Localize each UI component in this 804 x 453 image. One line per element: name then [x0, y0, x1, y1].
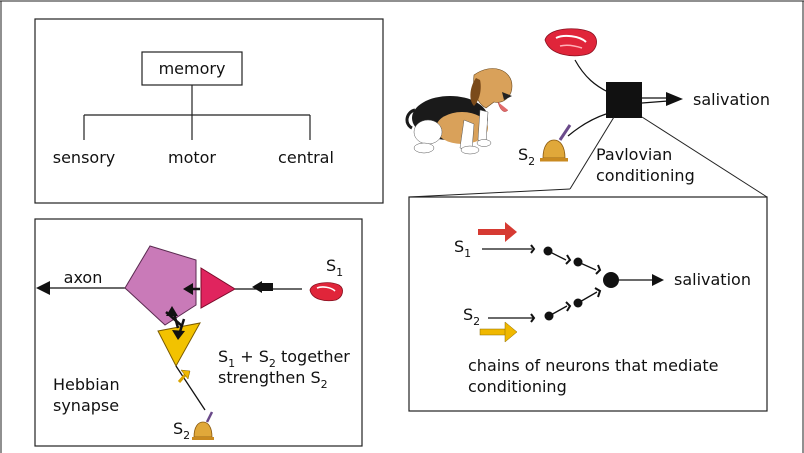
hebbian-caption-line1: Hebbian [53, 375, 120, 394]
neuron-chain-panel-border [408, 196, 768, 412]
s1-red-arrow [478, 222, 517, 242]
box-output-arrowhead [666, 92, 683, 106]
soma-neuron [124, 245, 197, 326]
s2-flow-arrowhead [180, 369, 191, 380]
s1-flow-arrow [252, 281, 273, 293]
hebbian-s1-label: S1 [326, 256, 343, 279]
chain-lower-terminal-2 [594, 287, 602, 298]
yellow-cross-arrow [165, 311, 183, 327]
pavlov-caption-line2: conditioning [596, 166, 695, 185]
meat-icon [544, 28, 597, 57]
chain-s1-label: S1 [454, 237, 471, 260]
chain-lower-axon-1 [548, 305, 568, 317]
red-synapse-neuron [200, 267, 236, 309]
dog-icon [405, 68, 513, 155]
axon-label: axon [64, 268, 103, 287]
zoom-line-bottom [408, 188, 571, 198]
hebbian-panel: axon S1 S1 + S2 together strengthen S2 H… [34, 218, 363, 447]
hebbian-panel-border [34, 218, 363, 447]
chain-output-arrowhead [652, 274, 664, 286]
pavlov-caption-line1: Pavlovian [596, 145, 672, 164]
pavlov-stimulus: S2 [518, 145, 535, 168]
chain-upper-terminal-2 [595, 264, 602, 275]
hebbian-rule-line2: strengthen S2 [218, 368, 328, 391]
meat-to-box-line [574, 59, 609, 93]
hebbian-rule-line1: S1 + S2 together [218, 347, 350, 370]
pavlov-section: salivation S2 Pavlovian conditioning [405, 28, 770, 198]
hebbian-s2-label: S2 [173, 419, 190, 442]
s2-input-line [175, 365, 206, 411]
chain-output-neuron [603, 272, 619, 288]
bell-icon [540, 124, 572, 162]
bell-icon-small [192, 411, 214, 440]
chain-lower-terminal-1 [565, 301, 572, 312]
memory-child-central: central [278, 148, 334, 167]
chain-s2-label: S2 [463, 305, 480, 328]
box-output-line-b [641, 100, 669, 104]
chain-caption-line1: chains of neurons that mediate [468, 356, 719, 375]
chain-s1-terminal [530, 244, 536, 254]
chain-caption-line2: conditioning [468, 377, 567, 396]
bell-to-box-line [567, 113, 607, 137]
chain-lower-axon-2 [577, 291, 598, 304]
yellow-to-soma-arrowhead-b [172, 330, 185, 340]
memory-child-motor: motor [168, 148, 216, 167]
neuron-chain-panel: S1 S2 salivation chains of neurons that … [408, 196, 768, 412]
conditioning-box [606, 82, 642, 118]
red-to-soma-arrowhead [183, 283, 193, 295]
zoom-line-left [569, 116, 615, 190]
s2-yellow-arrow [479, 321, 518, 343]
pavlov-output-label: salivation [693, 90, 770, 109]
memory-child-sensory: sensory [53, 148, 116, 167]
zoom-line-right [641, 116, 768, 198]
hebbian-caption-line2: synapse [53, 396, 119, 415]
memory-panel: memory sensory motor central [34, 18, 384, 204]
memory-root-label: memory [159, 59, 226, 78]
meat-icon-small [309, 282, 343, 302]
chain-s2-terminal [530, 313, 536, 323]
chain-upper-axon-2 [577, 261, 597, 271]
chain-upper-axon-1 [547, 250, 567, 261]
axon-arrowhead [36, 281, 50, 295]
yellow-synapse-neuron [157, 322, 201, 368]
chain-output-label: salivation [674, 270, 751, 289]
memory-panel-border [34, 18, 384, 204]
chain-upper-terminal-1 [565, 254, 572, 265]
